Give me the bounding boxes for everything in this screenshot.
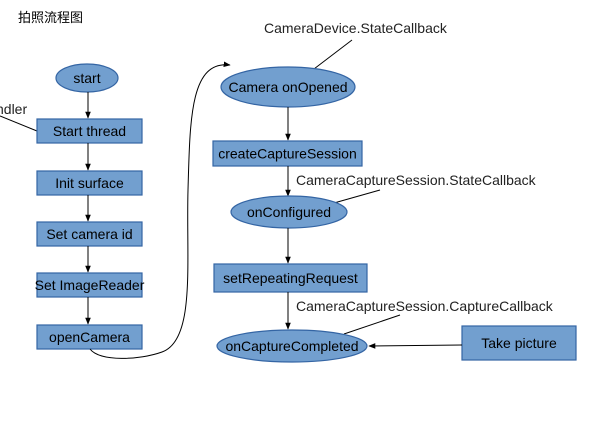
callback-callout-capture xyxy=(343,314,401,335)
node-start-thread: Start thread xyxy=(36,118,143,144)
node-open-camera: openCamera xyxy=(36,324,143,350)
node-open-camera-label: openCamera xyxy=(49,329,130,345)
node-oncapture-completed-label: onCaptureCompleted xyxy=(225,338,358,354)
node-create-capture-session-label: createCaptureSession xyxy=(218,146,357,162)
node-set-repeating-request: setRepeatingRequest xyxy=(213,263,368,293)
callback-label-device-state: CameraDevice.StateCallback xyxy=(264,20,448,36)
node-create-capture-session: createCaptureSession xyxy=(212,140,363,167)
node-camera-onopened: Camera onOpened xyxy=(220,66,356,108)
arrow-takepicture-to-capturecompleted xyxy=(368,343,463,349)
callback-callout-device-state xyxy=(309,39,353,73)
handler-label: ndler xyxy=(0,101,27,117)
node-take-picture-label: Take picture xyxy=(481,335,557,351)
node-start: start xyxy=(55,63,119,93)
node-onconfigured: onConfigured xyxy=(230,195,348,229)
arrow-opencamera-to-onopened xyxy=(89,61,231,359)
node-oncapture-completed: onCaptureCompleted xyxy=(216,329,368,363)
node-camera-onopened-label: Camera onOpened xyxy=(228,79,347,95)
callback-label-session-state: CameraCaptureSession.StateCallback xyxy=(296,172,537,188)
node-onconfigured-label: onConfigured xyxy=(247,204,331,220)
node-set-imagereader-label: Set ImageReader xyxy=(35,277,145,293)
node-init-surface: Init surface xyxy=(36,170,143,196)
callback-label-capture: CameraCaptureSession.CaptureCallback xyxy=(296,298,554,314)
diagram-title: 拍照流程图 xyxy=(18,11,83,26)
callback-callout-session-state xyxy=(333,189,381,204)
node-start-thread-label: Start thread xyxy=(53,123,126,139)
node-set-camera-id-label: Set camera id xyxy=(46,226,132,242)
node-init-surface-label: Init surface xyxy=(55,175,124,191)
node-set-camera-id: Set camera id xyxy=(36,221,143,247)
node-start-label: start xyxy=(73,70,100,86)
node-set-repeating-request-label: setRepeatingRequest xyxy=(223,270,358,286)
handler-callout-line xyxy=(0,115,38,132)
node-take-picture: Take picture xyxy=(461,325,577,361)
node-set-imagereader: Set ImageReader xyxy=(35,272,145,298)
